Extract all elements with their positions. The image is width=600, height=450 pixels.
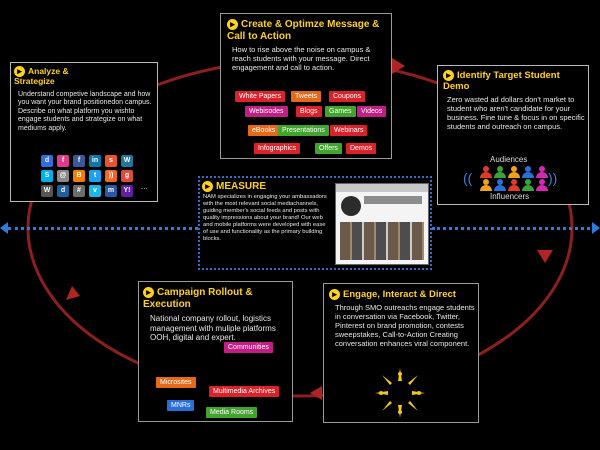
create-tag-webinars: Webinars xyxy=(330,125,368,136)
create-body: How to rise above the noise on campus & … xyxy=(232,45,371,72)
flickr-icon: f xyxy=(57,155,69,167)
person-body xyxy=(522,185,534,191)
create-tag-tweets: Tweets xyxy=(291,91,322,102)
person-body xyxy=(494,172,506,178)
rollout-tag-communities: Communities xyxy=(224,342,273,353)
measure-box: ▸MEASURE NAM specializes in engaging you… xyxy=(198,176,432,270)
create-message-box: ▸Create & Optimze Message & Call to Acti… xyxy=(220,13,392,159)
person-figure xyxy=(511,166,517,172)
signal-right-icon: )) xyxy=(548,170,558,186)
google-icon: g xyxy=(121,170,133,182)
audiences-label: Audiences xyxy=(490,155,528,164)
analyze-title: ▸Analyze & Strategize xyxy=(14,65,69,86)
create-tag-webisodes: Webisodes xyxy=(245,106,288,117)
person-figure xyxy=(483,166,489,172)
wikipedia-icon: W xyxy=(41,185,53,197)
twitter-icon: t xyxy=(89,170,101,182)
arrow-icon: ▸ xyxy=(227,19,238,30)
person-figure xyxy=(483,179,489,185)
arrow-icon: ▸ xyxy=(443,70,454,81)
website-header-bar xyxy=(336,184,428,192)
campaign-rollout-box: ▸Campaign Rollout & Execution National c… xyxy=(138,281,293,422)
signal-left-icon: (( xyxy=(463,170,473,186)
create-title: ▸Create & Optimze Message & Call to Acti… xyxy=(227,19,380,42)
engage-title: ▸Engage, Interact & Direct xyxy=(329,289,479,301)
measure-body: NAM specializes in engaging your ambassa… xyxy=(203,194,327,242)
person-body xyxy=(536,172,548,178)
analyze-box: ▸Analyze & Strategize Understand competi… xyxy=(10,62,158,202)
website-banner xyxy=(364,196,422,204)
identify-target-box: ▸Identify Target Student Demo Zero waste… xyxy=(437,65,589,205)
rollout-title: ▸Campaign Rollout & Execution xyxy=(143,287,253,310)
facebook-icon: f xyxy=(73,155,85,167)
arrow-icon: ▸ xyxy=(143,287,154,298)
analyze-body: Understand competive landscape and how y… xyxy=(18,91,152,132)
person-body xyxy=(508,172,520,178)
person-figure xyxy=(539,179,545,185)
ring-arrow-right xyxy=(537,250,553,263)
arrow-icon: ▸ xyxy=(329,289,340,300)
person-body xyxy=(480,172,492,178)
measure-line-left-arrow xyxy=(0,222,8,234)
logo-icon xyxy=(341,196,361,216)
person-figure xyxy=(525,166,531,172)
rollout-tag-microsites: Microsites xyxy=(156,377,196,388)
measure-line-left xyxy=(8,227,198,230)
wordpress-icon: W xyxy=(121,155,133,167)
ring-arrow-left xyxy=(66,286,80,300)
person-body xyxy=(508,185,520,191)
person-body xyxy=(480,185,492,191)
digg-icon: d xyxy=(57,185,69,197)
measure-line-right-arrow xyxy=(592,222,600,234)
person-figure xyxy=(497,179,503,185)
arrow-icon: ▸ xyxy=(14,66,25,77)
create-tag-coupons: Coupons xyxy=(329,91,366,102)
create-tag-demos: Demos xyxy=(346,143,377,154)
ring-arrow-bottom xyxy=(310,386,322,400)
website-photo-grid xyxy=(340,222,424,260)
create-tag-blogs: Blogs xyxy=(296,106,322,117)
blogger-icon: B xyxy=(73,170,85,182)
create-tag-infographics: Infographics xyxy=(254,143,301,154)
person-figure xyxy=(511,179,517,185)
website-screenshot-image xyxy=(335,183,429,265)
rollout-tag-mnrs: MNRs xyxy=(167,400,195,411)
person-figure xyxy=(525,179,531,185)
identify-body: Zero wasted ad dollars don't market to s… xyxy=(447,95,585,131)
identify-title: ▸Identify Target Student Demo xyxy=(443,70,560,92)
measure-title: ▸MEASURE xyxy=(202,181,266,193)
create-tag-videos: Videos xyxy=(357,106,387,117)
rollout-tag-multimedia-archives: Multimedia Archives xyxy=(209,386,280,397)
starburst-icon xyxy=(375,368,425,418)
rollout-tag-media-rooms: Media Rooms xyxy=(206,407,258,418)
ring-arrow-top-right xyxy=(392,58,405,74)
vimeo-icon: v xyxy=(89,185,101,197)
arrow-icon: ▸ xyxy=(202,181,213,192)
delicious-icon: d xyxy=(41,155,53,167)
email-icon: @ xyxy=(57,170,69,182)
myspace-icon: m xyxy=(105,185,117,197)
create-tag-offers: Offers xyxy=(315,143,342,154)
person-body xyxy=(522,172,534,178)
rollout-body: National company rollout, logistics mana… xyxy=(150,314,276,343)
linkedin-icon: in xyxy=(89,155,101,167)
influencers-label: Influencers xyxy=(490,192,530,201)
person-body xyxy=(536,185,548,191)
create-tag-ebooks: eBooks xyxy=(248,125,280,136)
measure-line-right xyxy=(432,227,590,230)
person-body xyxy=(494,185,506,191)
more-icons-label: ... xyxy=(141,182,148,191)
rss-icon: )) xyxy=(105,170,117,182)
create-tag-white-papers: White Papers xyxy=(235,91,286,102)
stumbleupon-icon: s xyxy=(105,155,117,167)
create-tag-games: Games xyxy=(325,106,356,117)
create-tag-presentations: Presentations xyxy=(278,125,329,136)
yahoo-icon: Y! xyxy=(121,185,133,197)
grid-icon: # xyxy=(73,185,85,197)
engage-body: Through SMO outreachs engage students in… xyxy=(335,303,475,348)
engage-box: ▸Engage, Interact & Direct Through SMO o… xyxy=(323,283,479,423)
person-figure xyxy=(497,166,503,172)
person-figure xyxy=(539,166,545,172)
skype-icon: S xyxy=(41,170,53,182)
